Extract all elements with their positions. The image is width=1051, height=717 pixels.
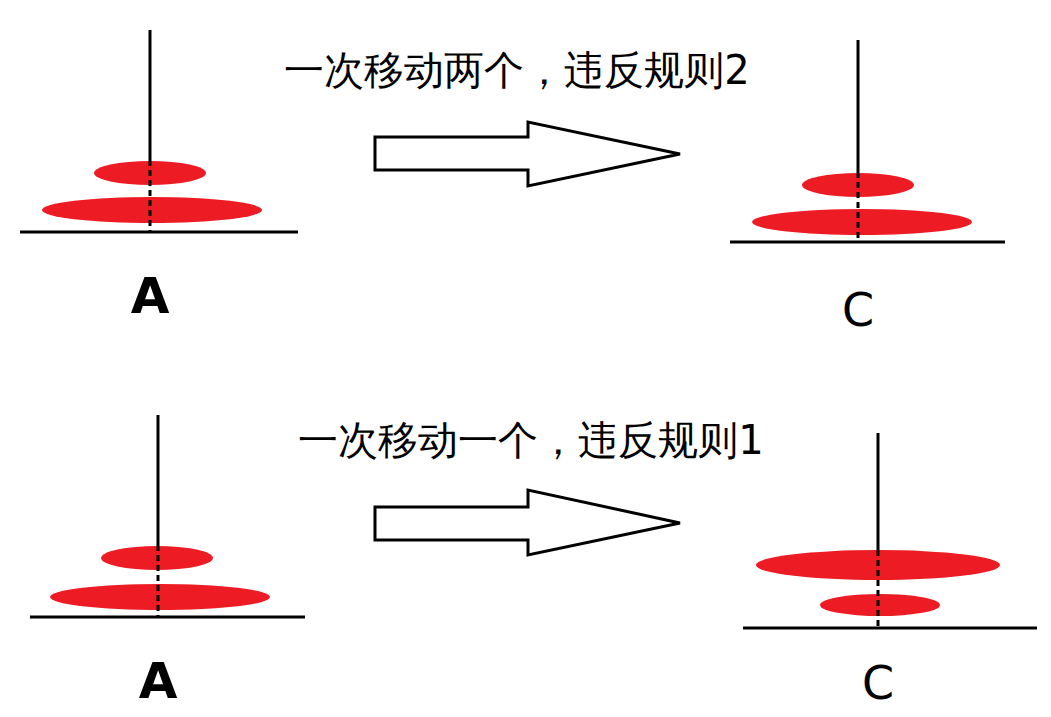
- peg-label: A: [131, 269, 170, 324]
- tower-c-top: [730, 40, 1005, 242]
- hollow-arrow: [375, 490, 680, 555]
- peg-label: A: [139, 654, 178, 709]
- tower-a-bottom: [30, 415, 305, 617]
- hollow-arrow: [375, 122, 680, 186]
- peg-label: C: [862, 658, 894, 709]
- tower-a-top: [20, 30, 298, 232]
- caption-text: 一次移动两个，违反规则2: [284, 48, 749, 92]
- caption-text: 一次移动一个，违反规则1: [298, 418, 763, 462]
- tower-c-bottom: [743, 433, 1037, 628]
- peg-label: C: [842, 285, 874, 336]
